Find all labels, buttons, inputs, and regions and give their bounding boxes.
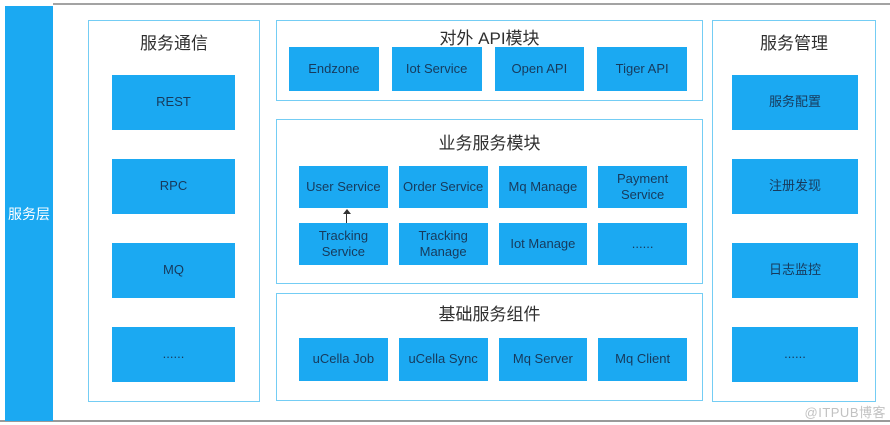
watermark-text: @ITPUB博客 [804, 405, 886, 420]
arrow-tracking-to-user-icon [342, 209, 351, 224]
top-divider [53, 3, 890, 5]
node-mq-client: Mq Client [598, 338, 687, 381]
node-mq-server: Mq Server [498, 338, 588, 381]
node-open-api: Open API [494, 47, 585, 91]
node-registry-discovery: 注册发现 [732, 159, 858, 214]
node-service-config: 服务配置 [732, 75, 858, 130]
node-rpc: RPC [112, 159, 235, 214]
business-node-row-1: User Service Order Service Mq Manage Pay… [277, 166, 702, 208]
node-user-service: User Service [299, 166, 388, 208]
business-node-row-2: Tracking Service Tracking Manage Iot Man… [277, 223, 702, 265]
base-node-row: uCella Job uCella Sync Mq Server Mq Clie… [277, 338, 702, 381]
panel-service-communication-title: 服务通信 [140, 34, 208, 53]
node-tiger-api: Tiger API [597, 47, 687, 91]
panel-base-components-title: 基础服务组件 [438, 305, 541, 324]
panel-service-communication: 服务通信 REST RPC MQ ...... [88, 20, 260, 402]
node-mgmt-ellipsis: ...... [732, 327, 858, 382]
node-business-ellipsis: ...... [598, 223, 687, 265]
api-node-row: Endzone Iot Service Open API Tiger API [277, 47, 702, 91]
node-tracking-service: Tracking Service [299, 223, 388, 265]
node-iot-manage: Iot Manage [498, 223, 588, 265]
node-iot-service: Iot Service [391, 47, 482, 91]
panel-service-management-title: 服务管理 [760, 34, 828, 53]
panel-business-services: 业务服务模块 User Service Order Service Mq Man… [276, 119, 703, 284]
node-payment-service: Payment Service [598, 166, 687, 208]
node-ucella-sync: uCella Sync [398, 338, 488, 381]
node-comm-ellipsis: ...... [112, 327, 235, 382]
node-rest: REST [112, 75, 235, 130]
bottom-divider [0, 420, 890, 422]
service-layer-label: 服务层 [8, 205, 50, 222]
node-log-monitor: 日志监控 [732, 243, 858, 298]
node-mq: MQ [112, 243, 235, 298]
node-ucella-job: uCella Job [299, 338, 388, 381]
service-layer-bar: 服务层 [5, 6, 53, 421]
panel-external-api: 对外 API模块 Endzone Iot Service Open API Ti… [276, 20, 703, 101]
node-order-service: Order Service [398, 166, 488, 208]
panel-business-services-title: 业务服务模块 [438, 134, 541, 153]
node-endzone: Endzone [289, 47, 379, 91]
panel-external-api-title: 对外 API模块 [439, 29, 540, 48]
node-mq-manage: Mq Manage [498, 166, 588, 208]
node-tracking-manage: Tracking Manage [398, 223, 488, 265]
panel-base-components: 基础服务组件 uCella Job uCella Sync Mq Server … [276, 293, 703, 401]
panel-service-management: 服务管理 服务配置 注册发现 日志监控 ...... [712, 20, 876, 402]
